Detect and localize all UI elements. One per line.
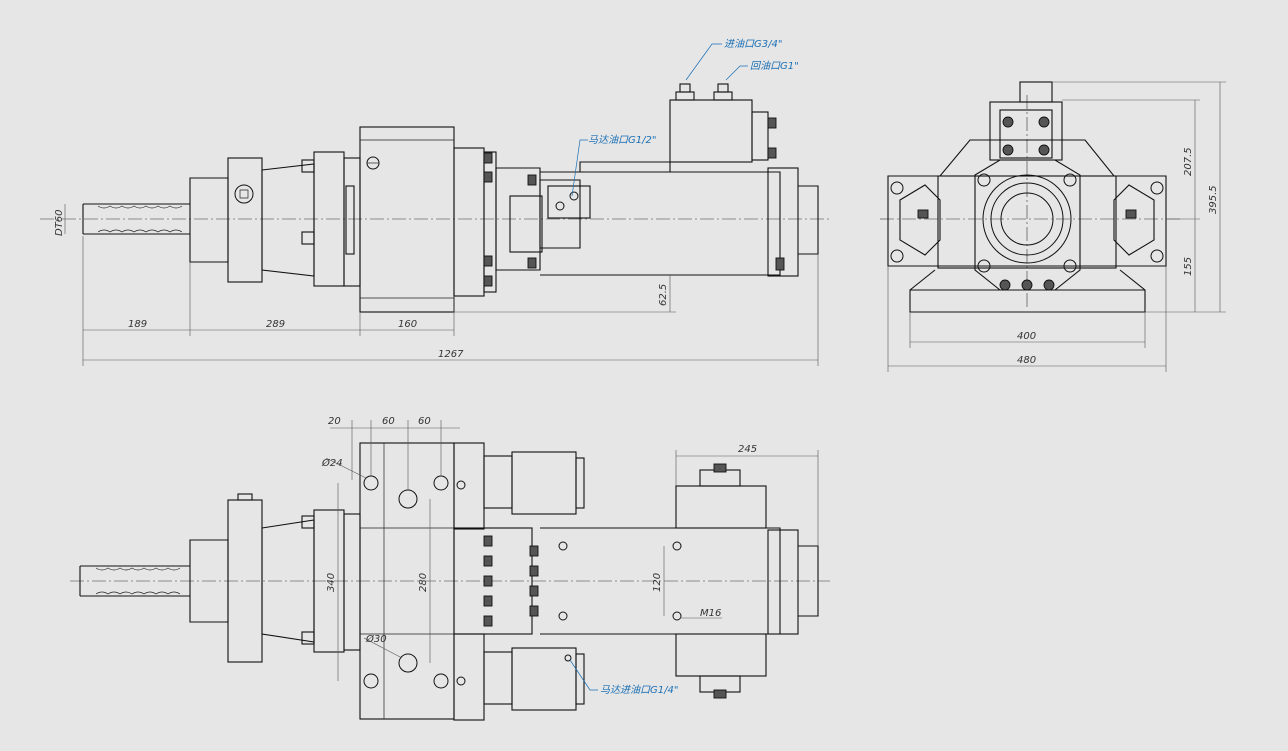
oil-return-callout [725,65,748,81]
dim-1267: 1267 [438,349,464,360]
dim-dia-24: Ø24 [321,457,343,469]
dim-280: 280 [418,573,429,592]
dim-207-5: 207.5 [1183,147,1194,176]
label-oil-return: 回油口G1" [750,60,799,72]
dim-m16: M16 [700,608,721,619]
side-view [880,81,1226,372]
dim-289: 289 [266,319,285,330]
dim-395-5: 395.5 [1208,185,1219,214]
motor-oil-callout [571,139,588,197]
label-motor-oil-inlet: 马达进油口G1/4" [600,684,678,696]
front-view [40,83,830,366]
dim-189: 189 [128,319,147,330]
dim-245: 245 [738,444,757,455]
oil-inlet-callout [685,43,722,81]
dim-20: 20 [328,416,341,427]
dim-dia-30: Ø30 [365,633,387,645]
dim-dt60: DT60 [54,209,65,236]
dim-120: 120 [652,573,663,592]
dim-340: 340 [326,573,337,592]
dim-60-a: 60 [382,416,395,427]
dim-400: 400 [1017,331,1036,342]
dim-160: 160 [398,319,417,330]
dim-62-5: 62.5 [658,284,669,306]
plan-view [70,420,830,721]
dim-60-b: 60 [418,416,431,427]
label-motor-oil: 马达油口G1/2" [588,134,656,146]
dim-480: 480 [1017,355,1036,366]
motor-oil-inlet-callout [569,659,598,691]
dim-155: 155 [1183,257,1194,276]
label-oil-inlet: 进油口G3/4" [724,38,782,50]
